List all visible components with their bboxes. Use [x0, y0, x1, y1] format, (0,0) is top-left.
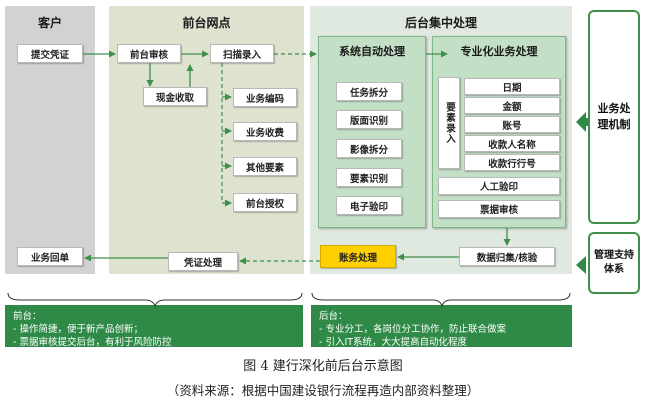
back-notes-panel: 后台： - 专业分工，各岗位分工协作，防止联合做案 - 引入IT系统，大大提高自…	[311, 305, 572, 347]
management-support-box: 管理支持体系	[588, 232, 640, 294]
accounting-box: 账务处理	[320, 245, 396, 268]
business-mechanism-box: 业务处理机制	[588, 10, 640, 224]
element-entry-text: 要素录入	[444, 102, 455, 144]
task-split-box: 任务拆分	[336, 82, 402, 101]
field-account-box: 账号	[464, 116, 560, 133]
field-amount-box: 金额	[464, 97, 560, 114]
electronic-seal-box: 电子验印	[336, 196, 402, 215]
front-notes-title: 前台：	[13, 311, 42, 322]
field-date-box: 日期	[464, 78, 560, 95]
auto-processing-title: 系统自动处理	[339, 45, 405, 58]
back-brace	[311, 292, 571, 308]
front-authorization-box: 前台授权	[233, 193, 297, 212]
field-payee-box: 收款人名称	[464, 135, 560, 152]
scan-entry-box: 扫描录入	[210, 44, 274, 63]
element-recognition-box: 要素识别	[336, 168, 402, 187]
business-fee-box: 业务收费	[233, 122, 297, 141]
back-column-title: 后台集中处理	[404, 16, 477, 30]
front-review-box: 前台审核	[117, 44, 181, 63]
cash-collection-box: 现金收取	[143, 87, 207, 106]
field-bank-code-box: 收款行行号	[464, 154, 560, 171]
front-note-line: - 票据审核提交后台，有利于风险防控	[13, 337, 172, 347]
professional-processing-title: 专业化业务处理	[460, 45, 538, 58]
front-column-title: 前台网点	[182, 16, 231, 30]
layout-recognition-box: 版面识别	[336, 110, 402, 129]
business-receipt-box: 业务回单	[17, 247, 83, 266]
back-notes-title: 后台：	[319, 311, 348, 322]
element-entry-label: 要素录入	[438, 77, 460, 169]
figure-caption: 图 4 建行深化前后台示意图	[243, 359, 403, 374]
data-archive-box: 数据归集/核验	[459, 247, 555, 266]
front-notes-panel: 前台： - 操作简捷，便于新产品创新； - 票据审核提交后台，有利于风险防控	[5, 305, 303, 347]
support-arrow	[576, 256, 586, 274]
other-elements-box: 其他要素	[233, 157, 297, 176]
image-split-box: 影像拆分	[336, 139, 402, 158]
business-mechanism-label: 业务处理机制	[597, 102, 631, 131]
customer-column-title: 客户	[37, 16, 62, 30]
figure-source: （资料来源：根据中国建设银行流程再造内部资料整理）	[166, 383, 480, 398]
submit-voucher-box: 提交凭证	[17, 44, 83, 63]
management-support-label: 管理支持体系	[594, 250, 634, 275]
mechanism-arrow	[576, 112, 586, 132]
bill-review-box: 票据审核	[438, 200, 560, 218]
back-note-line: - 引入IT系统，大大提高自动化程度	[319, 337, 468, 347]
manual-seal-box: 人工验印	[438, 177, 560, 195]
front-brace	[7, 292, 303, 308]
voucher-processing-box: 凭证处理	[168, 252, 238, 271]
business-encoding-box: 业务编码	[233, 88, 297, 107]
front-note-line: - 操作简捷，便于新产品创新；	[13, 324, 143, 335]
back-note-line: - 专业分工，各岗位分工协作，防止联合做案	[319, 324, 506, 335]
